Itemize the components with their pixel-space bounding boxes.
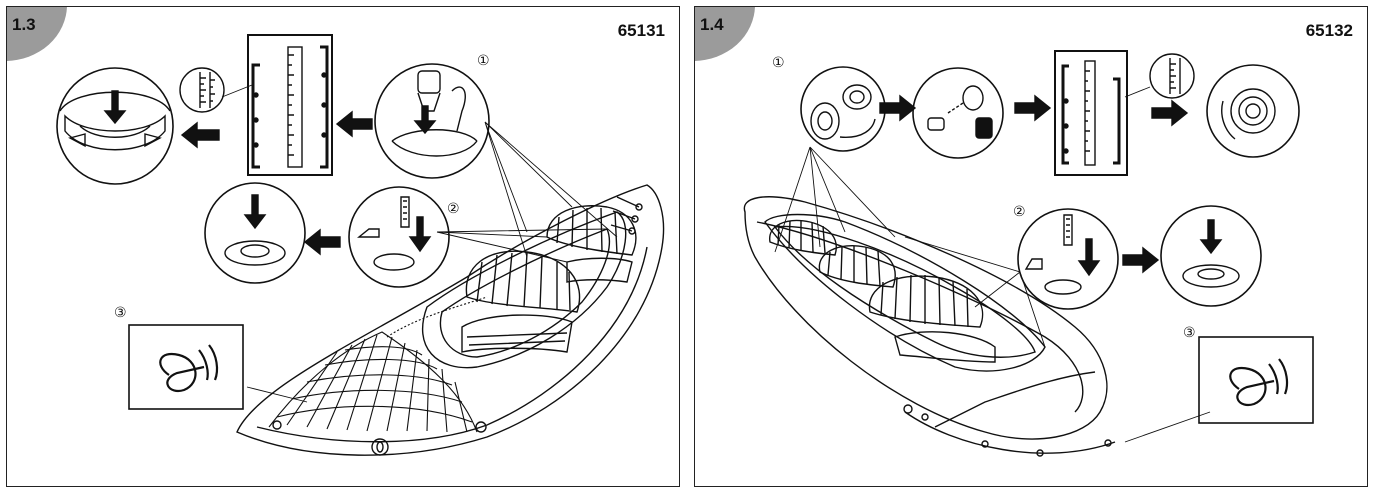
valve-assembly-detail (912, 67, 1004, 159)
kayak-seat-rear (868, 274, 996, 363)
arrow-left-icon (335, 110, 373, 138)
step-3-marker: ③ (114, 305, 127, 321)
arrow-left-icon (180, 121, 220, 149)
arrow-right-icon (1014, 94, 1052, 122)
instruction-panel-1-3: 1.3 65131 ① ② ③ (6, 6, 680, 487)
kayak-seat-front (769, 219, 837, 256)
section-tab: 1.3 (7, 7, 67, 61)
valve-pump-detail (374, 63, 490, 179)
step-2-marker: ② (1013, 204, 1026, 220)
kayak-seat-middle (818, 245, 896, 288)
section-number: 1.3 (12, 15, 36, 34)
arrow-down-icon (243, 194, 267, 230)
arrow-down-icon (408, 216, 432, 253)
arrow-down-icon (1077, 238, 1101, 277)
rope-knot-icon (159, 352, 205, 393)
kayak-illustration-hull (743, 196, 1108, 440)
pressure-gauge-strip (247, 34, 333, 176)
kayak-seat-rear (461, 250, 581, 353)
arrow-down-icon (103, 90, 127, 125)
rope-knot-detail (128, 324, 244, 410)
step-1-marker: ① (772, 55, 785, 71)
valve-parts-detail (800, 66, 886, 152)
step-1-marker: ① (477, 53, 490, 69)
section-number: 1.4 (700, 15, 724, 34)
valve-cap-detail (56, 67, 174, 185)
valve-open-detail (204, 182, 306, 284)
arrow-right-icon (879, 94, 917, 122)
step-3-marker: ③ (1183, 325, 1196, 341)
rope-knot-icon (1229, 366, 1275, 407)
cargo-net (268, 296, 488, 433)
valve-open-detail (1160, 205, 1262, 307)
arrow-left-icon (303, 228, 341, 256)
arrow-right-icon (1151, 99, 1189, 127)
kayak-illustration (743, 50, 1314, 457)
arrow-down-icon (1199, 219, 1223, 255)
model-number: 65132 (1305, 21, 1353, 40)
rope-knot-detail (1198, 336, 1314, 424)
model-number: 65131 (617, 21, 665, 40)
instruction-panel-1-4: 1.4 65132 ① ② ③ (694, 6, 1368, 487)
leader-lines (221, 84, 618, 403)
kayak-fittings (903, 404, 1116, 457)
kayak-fittings (272, 196, 643, 456)
pressure-gauge-icon (179, 67, 225, 113)
valve-inflate-detail (1017, 208, 1119, 310)
valve-inflate-detail (348, 186, 450, 288)
kayak-illustration-hull (236, 184, 665, 456)
step-2-marker: ② (447, 201, 460, 217)
valve-closed-detail (1206, 64, 1300, 158)
pressure-gauge-strip (1054, 50, 1128, 176)
arrow-right-icon (1122, 246, 1160, 274)
kayak-illustration (56, 34, 665, 456)
pressure-gauge-icon (1149, 53, 1195, 99)
arrow-down-icon (413, 105, 437, 135)
